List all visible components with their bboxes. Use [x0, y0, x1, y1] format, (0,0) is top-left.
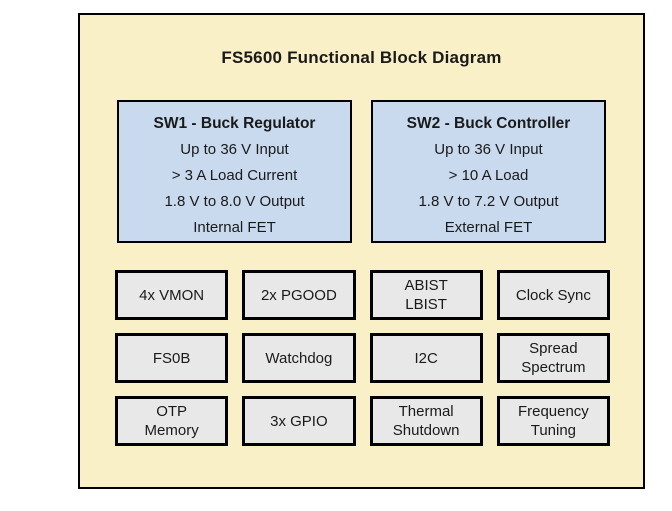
sw1-buck-regulator-block: SW1 - Buck Regulator Up to 36 V Input > … [117, 100, 352, 243]
feature-box-fs0b: FS0B [115, 333, 229, 383]
diagram-frame: FS5600 Functional Block Diagram SW1 - Bu… [78, 13, 645, 489]
sw2-spec-input: Up to 36 V Input [434, 141, 543, 158]
sw2-spec-fet: External FET [444, 219, 533, 236]
feature-box-otp-memory: OTP Memory [115, 396, 229, 446]
feature-box-i2c: I2C [369, 333, 483, 383]
sw2-spec-load: > 10 A Load [448, 167, 529, 184]
feature-box-spread-spectrum: Spread Spectrum [496, 333, 610, 383]
sw1-spec-input: Up to 36 V Input [180, 141, 289, 158]
diagram-title: FS5600 Functional Block Diagram [221, 48, 502, 67]
sw1-spec-output: 1.8 V to 8.0 V Output [164, 193, 305, 210]
sw1-spec-fet: Internal FET [193, 219, 276, 236]
feature-box-vmon: 4x VMON [115, 270, 229, 320]
feature-box-pgood: 2x PGOOD [242, 270, 356, 320]
sw2-spec-output: 1.8 V to 7.2 V Output [418, 193, 559, 210]
feature-box-frequency-tuning: Frequency Tuning [496, 396, 610, 446]
feature-box-clock-sync: Clock Sync [496, 270, 610, 320]
feature-box-thermal-shutdown: Thermal Shutdown [369, 396, 483, 446]
feature-grid: 4x VMON 2x PGOOD ABIST LBIST Clock Sync … [115, 270, 610, 446]
sw2-buck-controller-block: SW2 - Buck Controller Up to 36 V Input >… [371, 100, 606, 243]
feature-box-watchdog: Watchdog [242, 333, 356, 383]
feature-box-abist-lbist: ABIST LBIST [369, 270, 483, 320]
feature-box-gpio: 3x GPIO [242, 396, 356, 446]
sw1-spec-load: > 3 A Load Current [171, 167, 298, 184]
regulator-row: SW1 - Buck Regulator Up to 36 V Input > … [117, 100, 606, 243]
sw2-block-title: SW2 - Buck Controller [406, 115, 571, 132]
sw1-block-title: SW1 - Buck Regulator [153, 115, 316, 132]
